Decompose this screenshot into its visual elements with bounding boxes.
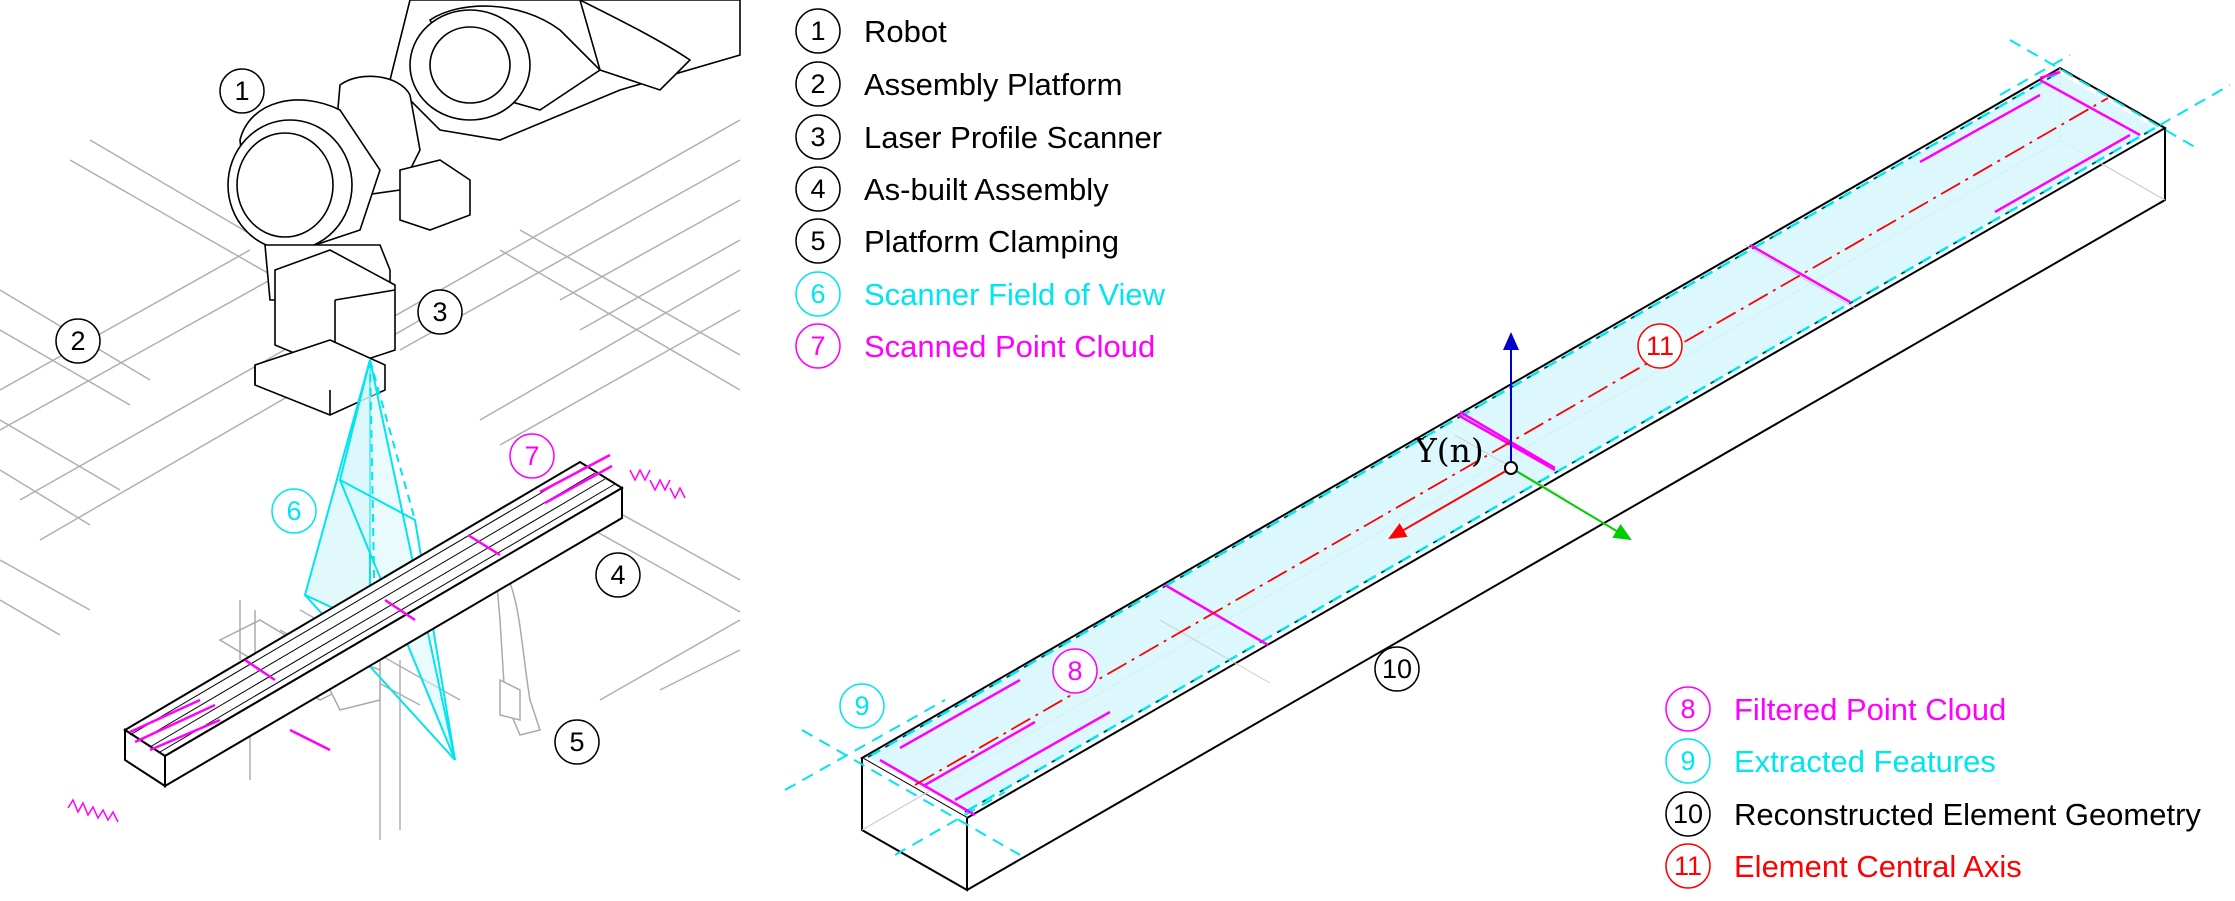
legend-label: Scanned Point Cloud [864,329,1155,364]
left-marker-3: 3 [417,289,463,335]
right-marker-11: 11 [1637,323,1683,369]
marker-number: 9 [854,691,869,721]
legend-number: 4 [810,174,825,204]
marker-number: 3 [432,297,447,327]
frame-label: Y(n) [1414,431,1484,470]
extracted-features [784,39,2231,856]
right-marker-9: 9 [839,683,885,729]
legend-item-as-built-assembly: 4 As-built Assembly [795,166,1109,212]
legend-item-extracted-features: 9 Extracted Features [1665,738,1996,784]
right-scene: Y(n) 8 9 10 11 [784,39,2231,892]
legend-label: Scanner Field of View [864,277,1166,312]
legend-item-assembly-platform: 2 Assembly Platform [795,61,1122,107]
legend-number: 8 [1680,694,1695,724]
filtered-point-cloud [879,70,2141,817]
right-marker-8: 8 [1052,648,1098,694]
legend-item-element-central-axis: 11 Element Central Axis [1665,843,2022,889]
legend-item-platform-clamping: 5 Platform Clamping [795,218,1119,264]
legend-label: Platform Clamping [864,224,1119,259]
left-marker-1: 1 [219,68,265,114]
legend-number: 1 [810,16,825,46]
as-built-assembly [123,460,624,788]
legend-item-reconstructed-element-geometry: 10 Reconstructed Element Geometry [1665,791,2201,837]
legend-number: 2 [810,69,825,99]
marker-number: 10 [1382,654,1412,684]
legend-label: Laser Profile Scanner [864,120,1162,155]
marker-number: 4 [610,560,625,590]
marker-number: 6 [286,496,301,526]
legend-label: Filtered Point Cloud [1734,692,2006,727]
coordinate-frame: Y(n) [1388,332,1632,541]
robot [227,0,741,416]
marker-number: 1 [234,76,249,106]
x-axis-arrow [1388,467,1512,540]
left-marker-6: 6 [271,488,317,534]
scanned-point-cloud [67,453,686,823]
legend-label: Extracted Features [1734,744,1996,779]
legend-item-laser-profile-scanner: 3 Laser Profile Scanner [795,114,1162,160]
left-scene: 1 2 3 4 5 6 7 [0,0,741,840]
legend-label: Assembly Platform [864,67,1122,102]
element-central-axis [914,97,2109,786]
left-marker-2: 2 [55,318,101,364]
legend-item-robot: 1 Robot [795,8,947,54]
right-marker-10: 10 [1374,646,1420,692]
legend-bottom: 8 Filtered Point Cloud 9 Extracted Featu… [1665,686,2201,889]
legend-number: 9 [1680,746,1695,776]
legend-number: 5 [810,226,825,256]
legend-number: 3 [810,122,825,152]
marker-number: 11 [1646,331,1674,361]
legend-top: 1 Robot 2 Assembly Platform 3 Laser Prof… [795,8,1166,369]
legend-item-scanner-field-of-view: 6 Scanner Field of View [795,271,1166,317]
left-marker-4: 4 [595,552,641,598]
frame-origin [1504,461,1518,475]
legend-label: Reconstructed Element Geometry [1734,797,2201,832]
legend-number: 7 [810,331,825,361]
marker-number: 8 [1067,656,1082,686]
marker-number: 5 [569,727,584,757]
marker-number: 2 [70,326,85,356]
left-marker-7: 7 [509,433,555,479]
marker-number: 7 [524,441,539,471]
legend-number: 6 [810,279,825,309]
legend-label: As-built Assembly [864,172,1109,207]
legend-number: 11 [1674,851,1702,881]
y-axis-arrow [1510,467,1632,541]
left-marker-5: 5 [554,719,600,765]
legend-item-scanned-point-cloud: 7 Scanned Point Cloud [795,323,1155,369]
legend-label: Element Central Axis [1734,849,2022,884]
legend-number: 10 [1673,799,1703,829]
legend-label: Robot [864,14,947,49]
legend-item-filtered-point-cloud: 8 Filtered Point Cloud [1665,686,2006,732]
